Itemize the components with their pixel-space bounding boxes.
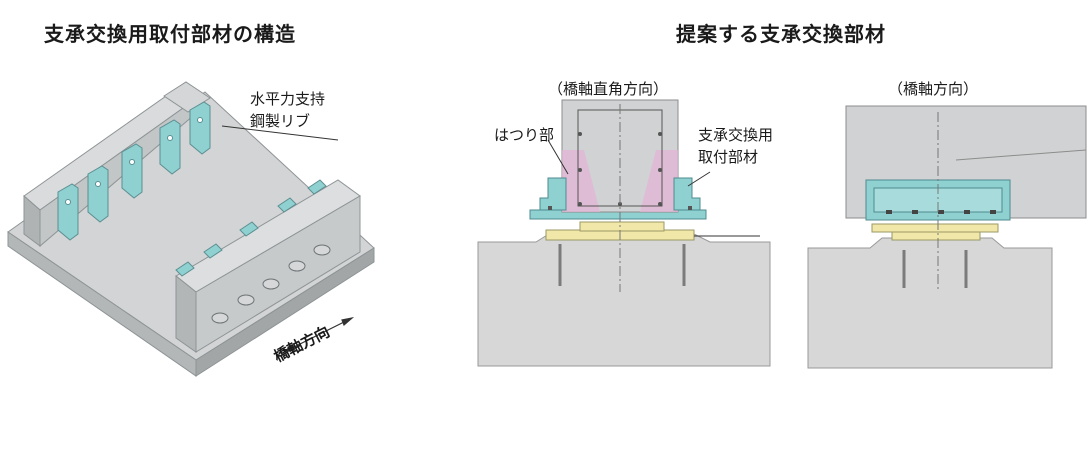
axial-view-label: （橋軸方向） (888, 80, 979, 98)
rib-leader-line (221, 125, 339, 141)
member-label-line1: 支承交換用 (698, 126, 774, 144)
perpendicular-view-label: （橋軸直角方向） (548, 80, 669, 98)
perpendicular-section-view (477, 99, 771, 367)
bridge-axis-arrow (281, 316, 355, 354)
rib-label-line2: 鋼製リブ (250, 112, 311, 130)
chipping-label: はつり部 (494, 126, 555, 144)
axial-section-view (807, 105, 1087, 369)
member-label-line2: 取付部材 (698, 148, 759, 166)
isometric-attachment-structure (7, 81, 375, 377)
left-figure-title: 支承交換用取付部材の構造 (44, 22, 296, 46)
right-figure-title: 提案する支承交換部材 (676, 22, 886, 46)
rib-label-line1: 水平力支持 (250, 90, 326, 108)
